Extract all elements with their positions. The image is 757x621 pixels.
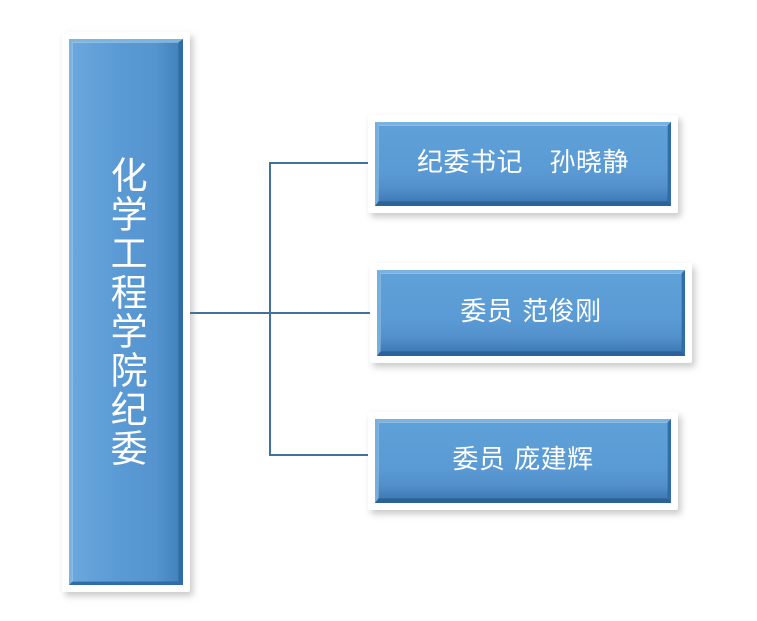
org-node-root[interactable]: 化学工程学院纪委: [62, 32, 190, 592]
org-node-child-2[interactable]: 委员 庞建辉: [368, 412, 678, 510]
org-node-child-1[interactable]: 委员 范俊刚: [370, 263, 692, 363]
org-node-child-0[interactable]: 纪委书记 孙晓静: [368, 115, 678, 213]
org-node-child-0-face: 纪委书记 孙晓静: [375, 122, 671, 206]
org-node-child-1-label: 委员 范俊刚: [460, 297, 602, 328]
org-node-child-2-face: 委员 庞建辉: [375, 419, 671, 503]
org-node-root-label: 化学工程学院纪委: [104, 156, 148, 468]
org-node-root-face: 化学工程学院纪委: [69, 39, 183, 585]
org-node-child-2-label: 委员 庞建辉: [452, 445, 594, 476]
org-node-child-0-label: 纪委书记 孙晓静: [416, 148, 629, 179]
org-node-child-1-face: 委员 范俊刚: [377, 270, 685, 356]
